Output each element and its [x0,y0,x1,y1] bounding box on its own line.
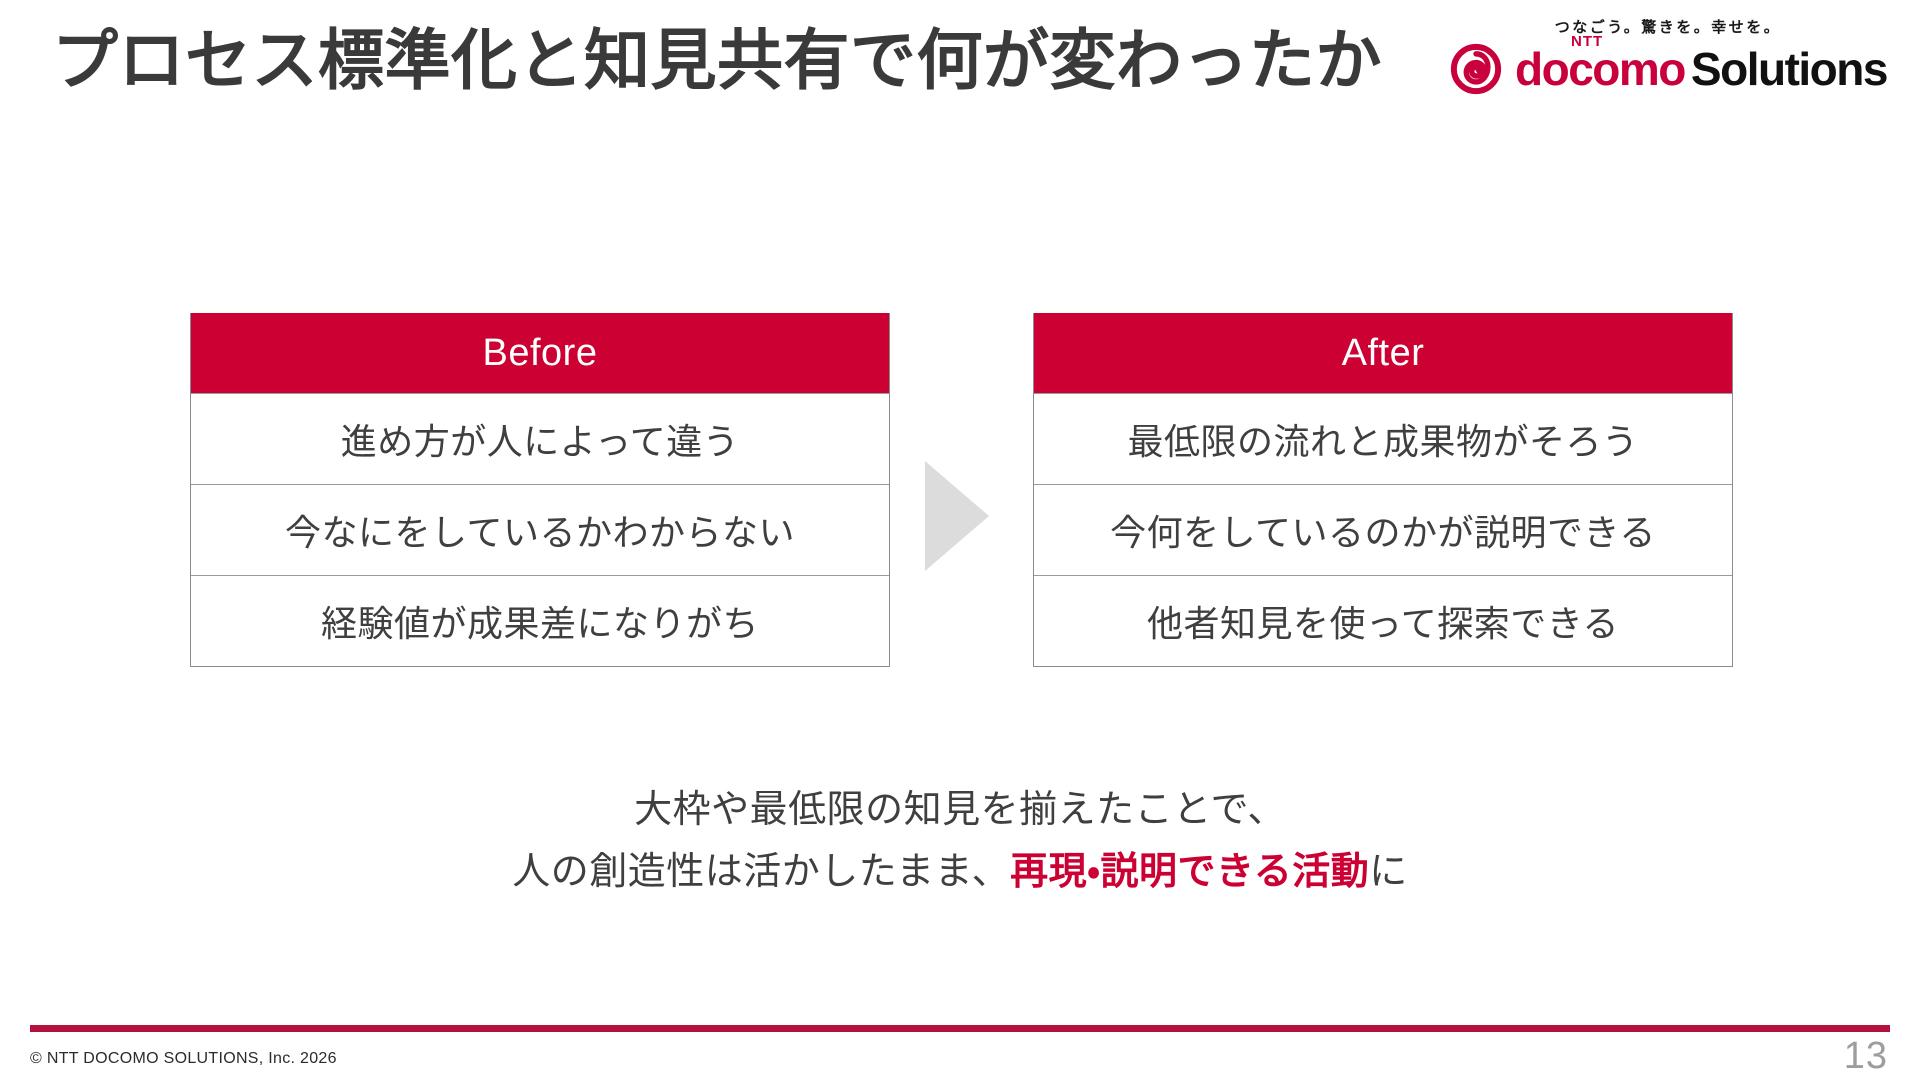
caption-line-2-emphasis: 再現・説明できる活動 [1010,850,1370,893]
caption-line-2-prefix: 人の創造性は活かしたまま、 [512,850,1011,893]
table-row: 経験値が成果差になりがち [191,575,889,666]
brand-solutions-label: Solutions [1690,43,1889,95]
brand-logo: つなごう。驚きを。幸せを。 NTT docomo Solutions [1450,19,1888,96]
before-after-comparison: Before 進め方が人によって違う 今なにをしているかわからない 経験値が成果… [0,313,1920,673]
caption-line-2-suffix: に [1369,850,1408,893]
brand-wordmark: NTT docomo Solutions [1515,34,1889,95]
before-table-header: Before [191,313,889,393]
docomo-circle-mark-icon [1450,43,1502,95]
table-row: 今なにをしているかわからない [191,484,889,575]
summary-caption: 大枠や最低限の知見を揃えたことで、 人の創造性は活かしたまま、再現・説明できる活… [0,780,1920,903]
caption-line-1: 大枠や最低限の知見を揃えたことで、 [634,789,1286,831]
copyright-text: © NTT DOCOMO SOLUTIONS, Inc. 2026 [30,1050,337,1067]
before-table: Before 進め方が人によって違う 今なにをしているかわからない 経験値が成果… [190,313,890,667]
brand-logo-row: NTT docomo Solutions [1449,34,1889,96]
right-triangle-arrow-icon [925,461,989,571]
after-table: After 最低限の流れと成果物がそろう 今何をしているのかが説明できる 他者知… [1033,313,1733,667]
table-row: 今何をしているのかが説明できる [1034,484,1732,575]
page-number: 13 [1843,1035,1888,1077]
brand-tagline: つなごう。驚きを。幸せを。 [1554,19,1782,36]
table-row: 最低限の流れと成果物がそろう [1034,393,1732,484]
caption-line-2: 人の創造性は活かしたまま、再現・説明できる活動に [0,842,1920,904]
brand-docomo-label: docomo [1515,43,1686,95]
page-title: プロセス標準化と知見共有で何が変わったか [52,23,1382,97]
brand-ntt-label: NTT [1571,33,1604,50]
table-row: 進め方が人によって違う [191,393,889,484]
table-row: 他者知見を使って探索できる [1034,575,1732,666]
after-table-header: After [1034,313,1732,393]
footer-divider [30,1025,1890,1032]
